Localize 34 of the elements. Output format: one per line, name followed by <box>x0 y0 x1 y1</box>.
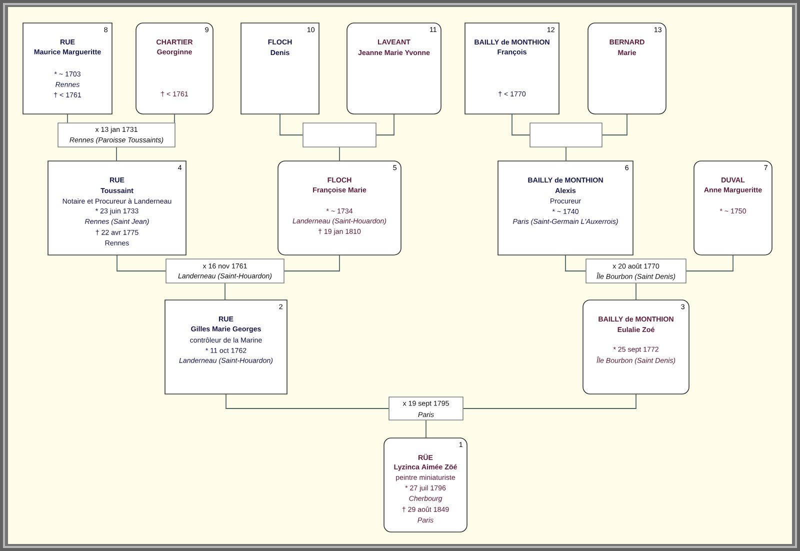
marriage-box <box>388 396 464 420</box>
person-box <box>346 22 442 114</box>
person-box <box>22 22 112 114</box>
connector-line <box>116 254 166 272</box>
marriage-box <box>530 122 602 148</box>
person-box <box>278 160 402 256</box>
connector-line <box>686 254 734 272</box>
connector-line <box>284 254 340 272</box>
person-box <box>240 22 320 114</box>
marriage-box <box>58 122 176 148</box>
connector-line <box>462 394 636 409</box>
person-box <box>464 22 560 114</box>
connector-line <box>280 114 304 136</box>
person-box <box>588 22 666 114</box>
person-box <box>694 160 772 256</box>
connector-line <box>116 146 117 162</box>
connector-line <box>602 114 628 136</box>
marriage-box <box>166 258 284 284</box>
connector-line <box>224 282 226 300</box>
connector-line <box>339 146 340 162</box>
person-box <box>136 22 214 114</box>
person-box <box>582 300 690 394</box>
connector-line <box>174 114 175 124</box>
marriage-box <box>586 258 686 284</box>
connector-line <box>512 114 530 136</box>
marriage-box <box>302 122 376 148</box>
connector-line <box>226 394 390 409</box>
person-box <box>384 438 468 532</box>
connector-line <box>376 114 394 136</box>
person-box <box>164 300 288 394</box>
connector-line <box>565 254 586 272</box>
person-box <box>498 160 634 256</box>
connector-line <box>67 114 68 124</box>
person-box <box>48 160 186 256</box>
